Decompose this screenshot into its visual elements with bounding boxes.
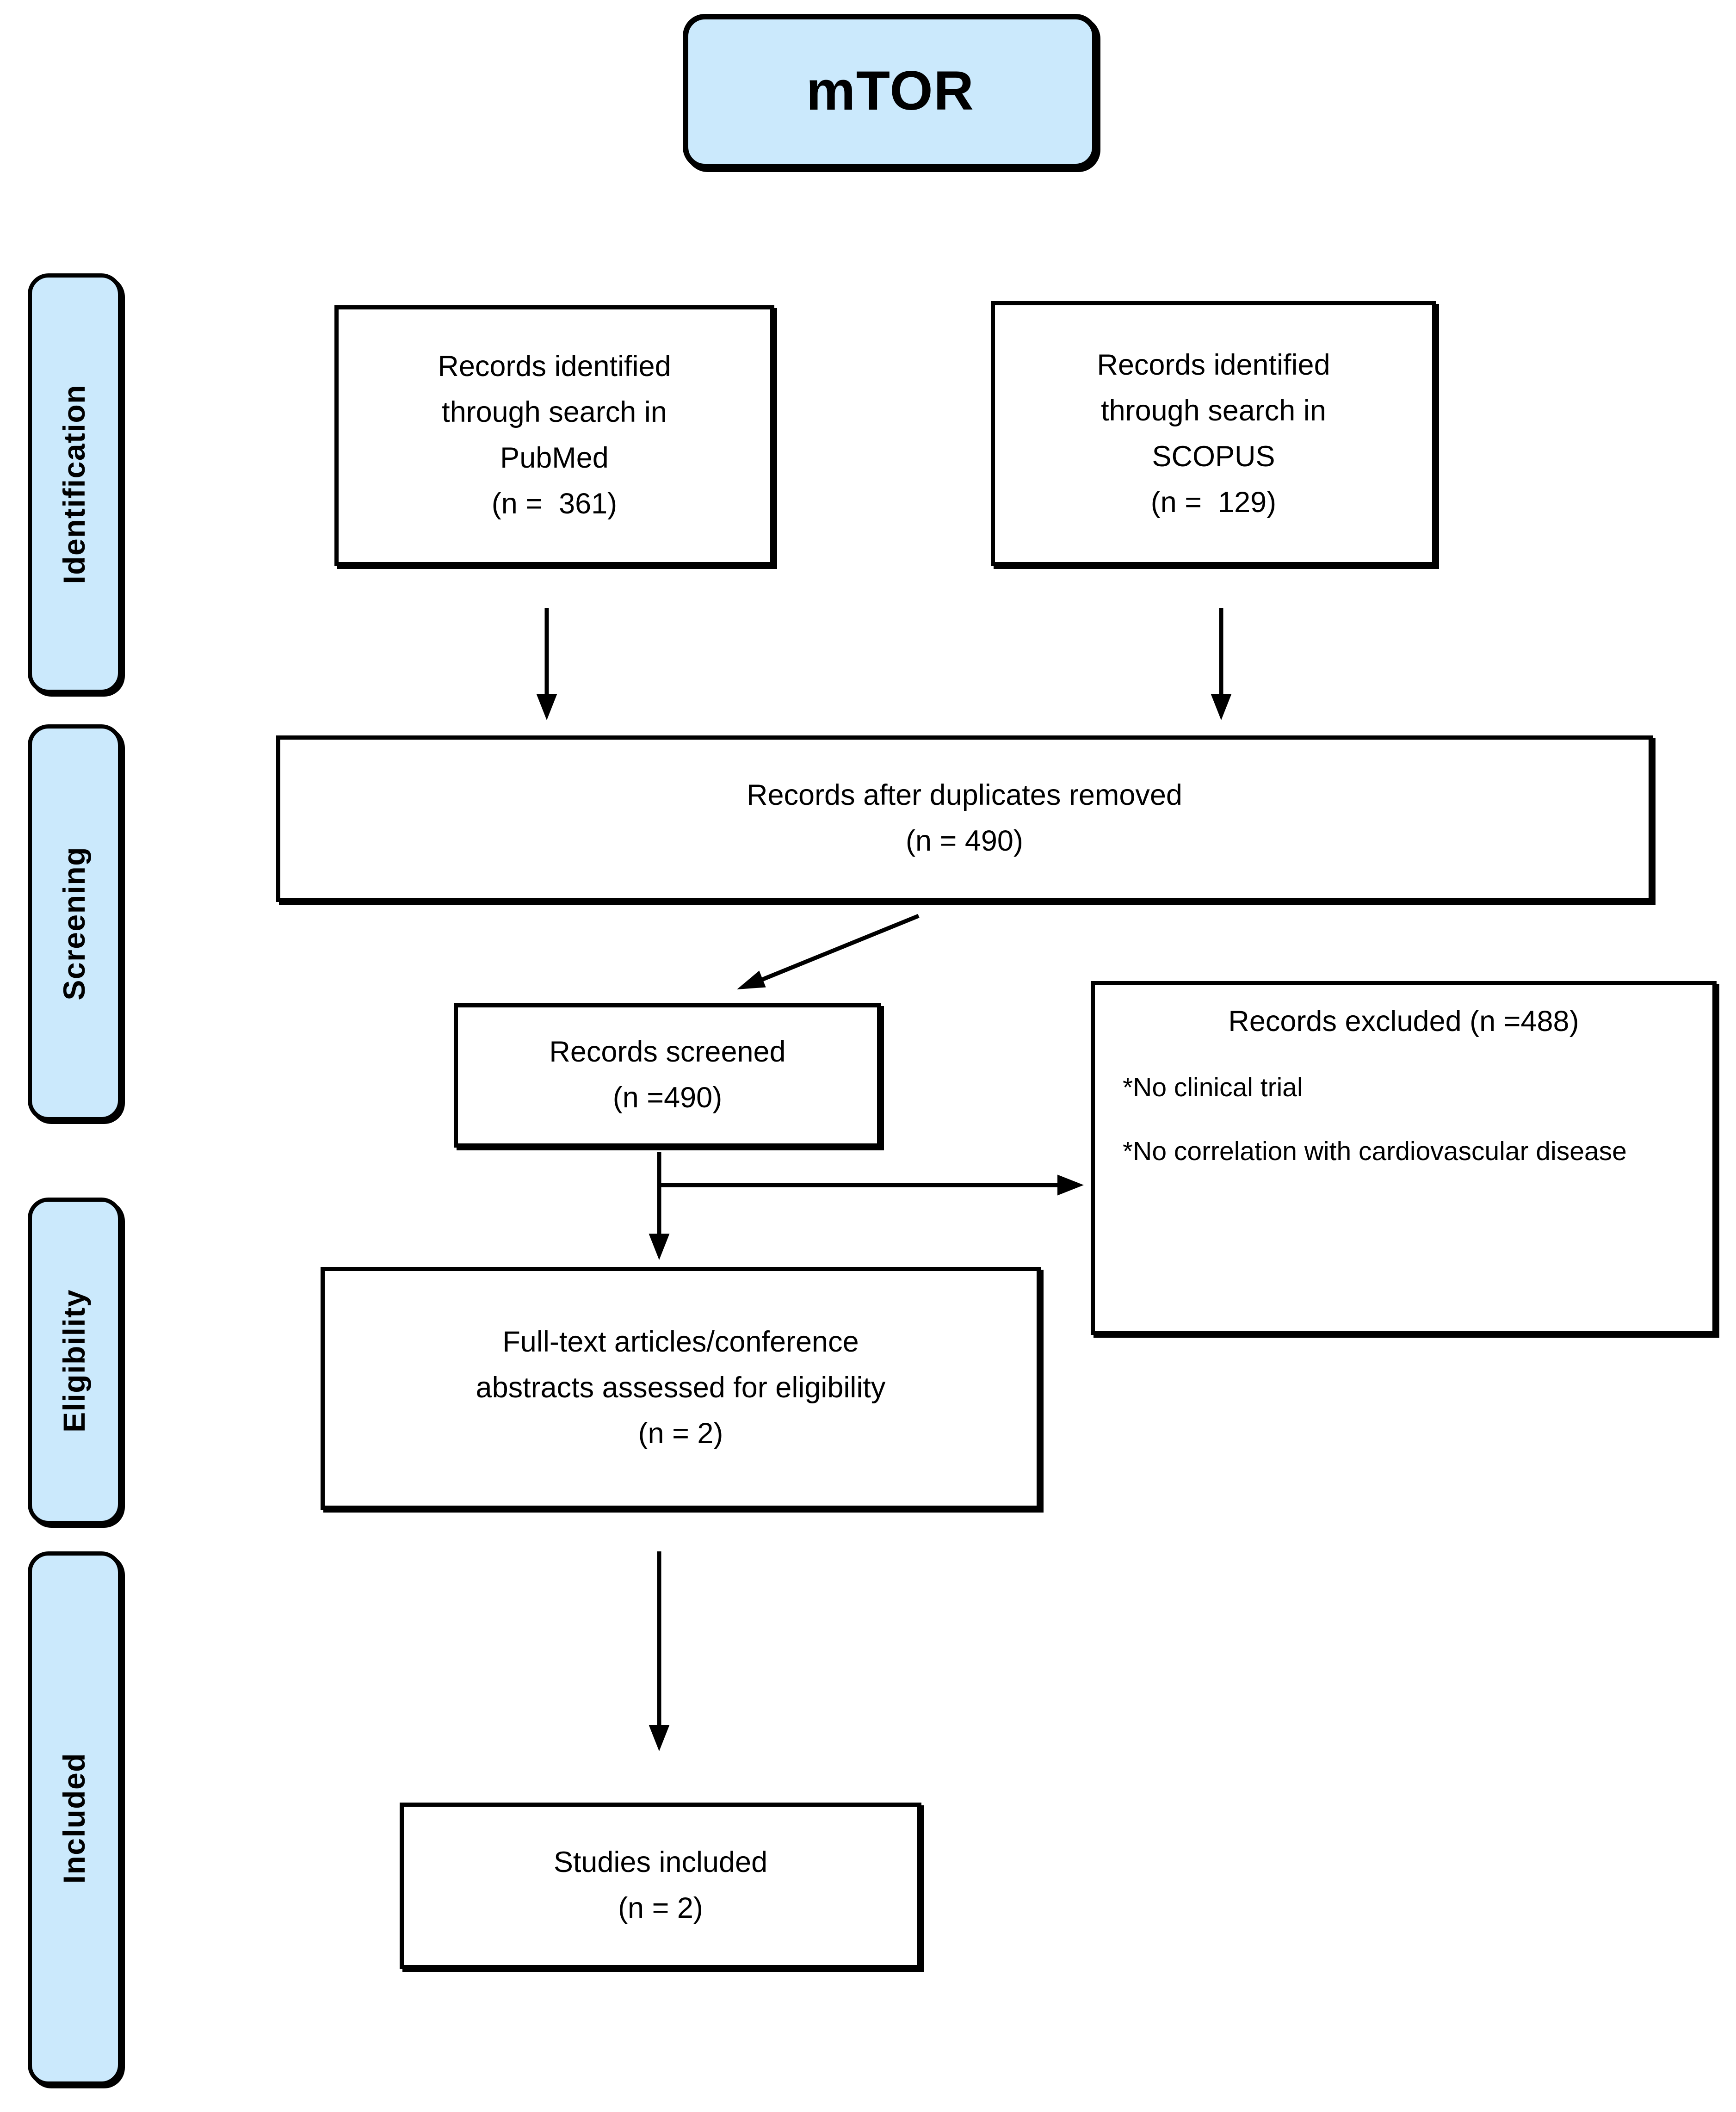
arrow-duplicates-to-screened-head — [737, 970, 766, 989]
excluded-reason: *No clinical trial — [1123, 1074, 1303, 1103]
box-text-line: Records identified — [1097, 349, 1330, 381]
box-count-line: (n = 2) — [618, 1893, 703, 1925]
arrow-screened-to-excluded-head — [1057, 1174, 1084, 1196]
box-fulltext-assessed: Full-text articles/conference abstracts … — [321, 1267, 1041, 1510]
box-text-line: Studies included — [553, 1847, 768, 1879]
box-records-after-duplicates-removed: Records after duplicates removed (n = 49… — [276, 735, 1653, 902]
arrow-scopus-to-duplicates-head — [1211, 694, 1232, 720]
arrow-screened-to-fulltext-head — [649, 1234, 670, 1260]
stage-label-text: Eligibility — [57, 1290, 92, 1433]
box-count-line: (n =490) — [612, 1082, 723, 1114]
stage-label-screening: Screening — [28, 724, 122, 1121]
diagram-title: mTOR — [806, 60, 975, 122]
box-text-line: SCOPUS — [1152, 440, 1275, 473]
box-records-identified-pubmed: Records identified through search in Pub… — [334, 305, 774, 566]
box-count-line: (n = 361) — [491, 488, 618, 520]
arrow-duplicates-to-screened-line — [761, 914, 920, 982]
box-count-line: (n = 490) — [906, 826, 1023, 858]
box-text-line: Records screened — [549, 1037, 786, 1068]
box-text-line: Full-text articles/conference — [502, 1327, 859, 1359]
box-records-identified-scopus: Records identified through search in SCO… — [991, 301, 1436, 566]
box-text-line: through search in — [1101, 395, 1326, 427]
box-count-line: (n = 2) — [638, 1418, 723, 1450]
box-records-screened: Records screened (n =490) — [454, 1003, 881, 1148]
excluded-header: Records excluded (n =488) — [1228, 1006, 1579, 1038]
box-text-line: Records identified — [438, 351, 671, 383]
box-count-line: (n = 129) — [1150, 486, 1277, 519]
stage-label-text: Identification — [57, 383, 92, 584]
arrow-fulltext-to-studies-head — [649, 1725, 670, 1751]
stage-label-text: Included — [57, 1753, 92, 1884]
stage-label-included: Included — [28, 1551, 122, 2086]
box-text-line: Records after duplicates removed — [747, 780, 1182, 812]
stage-label-eligibility: Eligibility — [28, 1198, 122, 1525]
arrow-pubmed-to-duplicates-head — [536, 694, 557, 720]
box-text-line: through search in — [442, 397, 667, 429]
stage-label-text: Screening — [57, 846, 92, 1000]
stage-label-identification: Identification — [28, 273, 122, 694]
box-records-excluded: Records excluded (n =488) *No clinical t… — [1091, 981, 1717, 1335]
box-text-line: abstracts assessed for eligibility — [476, 1372, 886, 1404]
box-text-line: PubMed — [500, 443, 609, 475]
box-studies-included: Studies included (n = 2) — [400, 1803, 921, 1969]
excluded-reason: *No correlation with cardiovascular dise… — [1123, 1138, 1627, 1167]
title-box: mTOR — [683, 14, 1098, 169]
